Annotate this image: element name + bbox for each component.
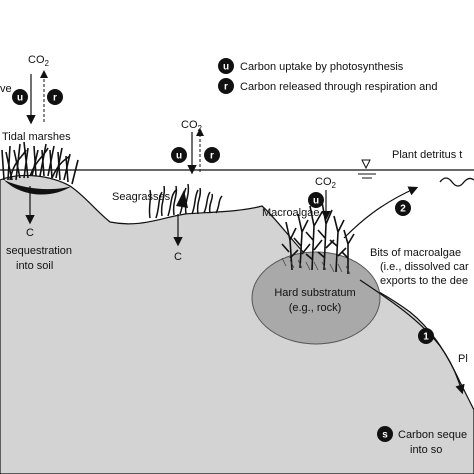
marsh-root-mass xyxy=(4,180,72,195)
marsh-release-badge: r xyxy=(47,89,63,105)
svg-text:r: r xyxy=(53,93,57,104)
legend-release-badge: r xyxy=(218,78,234,94)
seagrass-release-badge: r xyxy=(204,147,220,163)
legend-release-label: Carbon released through respiration and xyxy=(240,81,438,93)
svg-text:r: r xyxy=(224,82,228,93)
export-arrow-two xyxy=(343,186,419,239)
marsh-uptake-badge: u xyxy=(12,89,28,105)
sequestration-line-1: sequestration xyxy=(6,245,72,257)
seagrass-uptake-badge: u xyxy=(171,147,187,163)
svg-text:u: u xyxy=(313,196,319,207)
seagrasses-label: Seagrasses xyxy=(112,191,171,203)
legend-uptake-badge: u xyxy=(218,58,234,74)
sequestration-bottom-line-2: into so xyxy=(410,444,442,456)
svg-text:1: 1 xyxy=(423,332,429,343)
co2-label-seagrass: CO2 xyxy=(181,119,203,133)
seagrass-leaf xyxy=(176,190,188,208)
hard-substratum-label-1: Hard substratum xyxy=(274,287,355,299)
sequestration-bottom-line-1: Carbon seque xyxy=(398,429,467,441)
bits-label-1: Bits of macroalgae xyxy=(370,247,461,259)
tidal-marshes-label: Tidal marshes xyxy=(2,131,71,143)
svg-text:u: u xyxy=(17,93,23,104)
macroalgae-uptake-badge: u xyxy=(308,192,324,208)
detritus-ripple xyxy=(439,177,474,187)
hard-substratum-rock xyxy=(251,251,381,345)
rock-hatching xyxy=(281,257,351,275)
edge-word-label: ve xyxy=(0,83,12,95)
co2-label-marsh: CO2 xyxy=(28,54,50,68)
pl-fragment-label: Pl xyxy=(458,353,468,365)
svg-text:s: s xyxy=(382,430,388,441)
marker-one-badge: 1 xyxy=(418,328,434,344)
plant-detritus-label: Plant detritus t xyxy=(392,149,462,161)
svg-text:u: u xyxy=(176,151,182,162)
seafloor xyxy=(0,174,474,474)
carbon-label-seagrass: C xyxy=(174,251,182,263)
svg-text:u: u xyxy=(223,62,229,73)
co2-label-macroalgae: CO2 xyxy=(315,176,337,190)
bits-label-3: exports to the dee xyxy=(380,275,468,287)
svg-text:2: 2 xyxy=(400,204,406,215)
marker-two-badge: 2 xyxy=(395,200,411,216)
export-arrow-one xyxy=(359,279,465,395)
hard-substratum-label-2: (e.g., rock) xyxy=(289,302,342,314)
bits-label-2: (i.e., dissolved car xyxy=(380,261,469,273)
seagrass-vegetation xyxy=(148,183,223,219)
sequestration-line-2: into soil xyxy=(16,260,53,272)
legend-uptake-label: Carbon uptake by photosynthesis xyxy=(240,61,404,73)
macroalgae-label: Macroalgae xyxy=(262,207,319,219)
water-level-icon xyxy=(358,159,376,179)
tidal-marsh-vegetation xyxy=(1,141,79,185)
svg-text:r: r xyxy=(210,151,214,162)
sequestration-badge: s xyxy=(377,426,393,442)
carbon-label-marsh: C xyxy=(26,227,34,239)
